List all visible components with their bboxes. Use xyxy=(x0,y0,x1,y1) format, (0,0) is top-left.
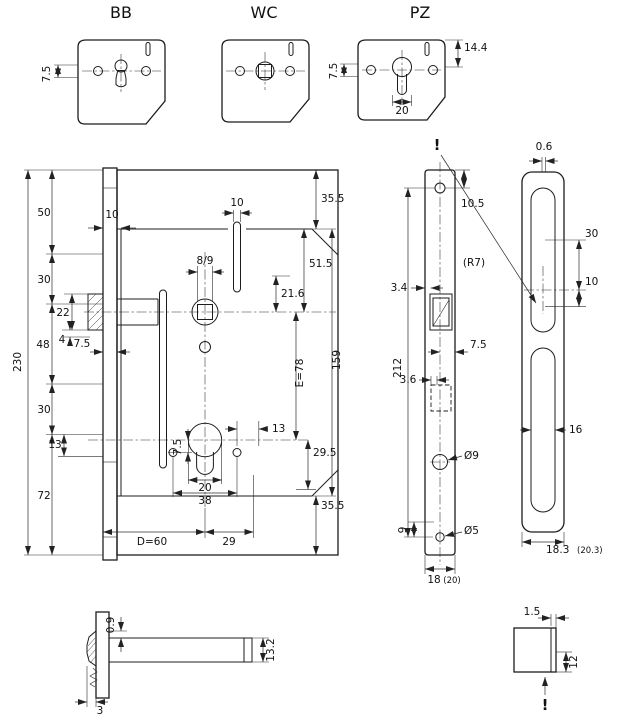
seg-dim: 51.5 xyxy=(309,258,332,270)
pz-offset-dim: 7.5 xyxy=(328,63,340,80)
case-cutout-hidden xyxy=(430,384,452,412)
seg-dim: 30 xyxy=(37,404,50,416)
latch-step-dim: 3.4 xyxy=(391,282,408,294)
faceplate-hole-dia5 xyxy=(435,532,445,542)
fixing-hole-right xyxy=(232,448,242,457)
strip-outline xyxy=(521,171,565,533)
half-width-dim: 7.5 xyxy=(470,339,487,351)
wc-top-slot xyxy=(288,42,294,56)
bb-offset-dim: 7.5 xyxy=(41,66,53,83)
faceplate-width-alt-dim: (20) xyxy=(443,576,460,586)
hole-offset-dim: 13 xyxy=(272,423,285,435)
pz-top-dim: 14.4 xyxy=(464,42,488,54)
strip-thickness-dim: 0.6 xyxy=(536,141,553,153)
lip-thickness-dim: 1.5 xyxy=(524,606,541,618)
radius-note: (R7) xyxy=(463,257,485,269)
latch-cutout xyxy=(429,293,453,331)
strip-slot-top xyxy=(530,187,556,333)
seg-dim: 29 xyxy=(222,536,235,548)
warning-mark: ! xyxy=(542,696,549,714)
seg-dim: 13 xyxy=(48,439,61,451)
wc-escutcheon-view: WC xyxy=(221,3,310,123)
strip-slot-bottom xyxy=(530,347,556,513)
seg-dim: 35.5 xyxy=(321,193,344,205)
strip-width-alt-dim: (20.3) xyxy=(577,546,603,556)
spring-squiggle xyxy=(89,667,98,688)
bb-label: BB xyxy=(110,3,132,22)
seg-dim: 72 xyxy=(37,490,50,502)
cylinder-width-dim: 20 xyxy=(198,482,211,494)
seg-dim: 29.5 xyxy=(313,447,336,459)
latch-side-detail: 0.9 13.2 3 xyxy=(75,611,277,717)
slot-dim: 10 xyxy=(230,197,243,209)
lock-case xyxy=(116,169,339,556)
hole-dia-label: Ø5 xyxy=(464,525,479,537)
forend-thickness-dim: 7.5 xyxy=(74,338,91,350)
faceplate-width-dim: 18 xyxy=(427,574,440,586)
backset-dim: D=60 xyxy=(137,536,167,548)
seg-dim: 48 xyxy=(36,339,49,351)
cylinder-offset-dim: 7.5 xyxy=(172,439,184,456)
total-height-dim: 230 xyxy=(12,352,24,372)
lip-height-dim: 12 xyxy=(568,655,580,668)
screw-distance-dim: 212 xyxy=(392,358,404,378)
seg-dim: 21.6 xyxy=(281,288,305,300)
latch-height-dim: 22 xyxy=(56,307,69,319)
forend-gap-dim: 10 xyxy=(105,209,118,221)
latch-face xyxy=(432,297,450,327)
warning-mark: ! xyxy=(434,136,441,154)
slot-width-dim: 16 xyxy=(569,424,583,436)
lock-body-view: 8/9 10 7.5 20 38 13 xyxy=(12,167,344,561)
centre-distance-dim: E=78 xyxy=(294,359,306,388)
strip-dim: 30 xyxy=(585,228,598,240)
pz-top-slot xyxy=(424,42,430,56)
seg-dim: 50 xyxy=(37,207,50,219)
adjust-slot-left xyxy=(159,289,167,469)
follower-square-dim: 8/9 xyxy=(197,255,214,267)
latch-tail-end xyxy=(243,637,253,663)
strip-width-dim: 18.3 xyxy=(546,544,569,556)
strike-strip-view: 30 10 16 0.6 18.3 (20.3) xyxy=(520,141,603,556)
sheet-thickness-dim: 0.9 xyxy=(105,617,117,634)
hole-spacing-dim: 38 xyxy=(198,495,211,507)
latch-height-dim: 13.2 xyxy=(265,638,277,661)
wc-label: WC xyxy=(251,3,278,22)
seg-dim: 30 xyxy=(37,274,50,286)
hole-offset-dim: 9 xyxy=(397,527,409,534)
pz-escutcheon-view: PZ 14.4 7.5 20 xyxy=(328,3,488,121)
adjust-slot-top xyxy=(233,221,241,293)
case-height-dim: 159 xyxy=(331,350,343,370)
angle-outline xyxy=(513,627,557,673)
bb-top-slot xyxy=(145,42,151,56)
forend-edge xyxy=(102,167,118,561)
faceplate-front-view: 3.4 3.6 Ø9 Ø5 9 212 10.5 7.5 18 (20) ! xyxy=(391,136,537,586)
latch-nose xyxy=(86,629,97,667)
strip-dim: 10 xyxy=(585,276,598,288)
pz-label: PZ xyxy=(410,3,431,22)
bb-escutcheon-view: BB 7.5 xyxy=(41,3,166,125)
pz-width-dim: 20 xyxy=(395,105,408,117)
hole-dia-label: Ø9 xyxy=(464,450,479,462)
seg-dim: 35.5 xyxy=(321,500,344,512)
angle-strip-section: 1.5 12 ! xyxy=(513,606,580,714)
small-dim: 4 xyxy=(59,334,66,346)
protrusion-dim: 3 xyxy=(97,705,104,717)
